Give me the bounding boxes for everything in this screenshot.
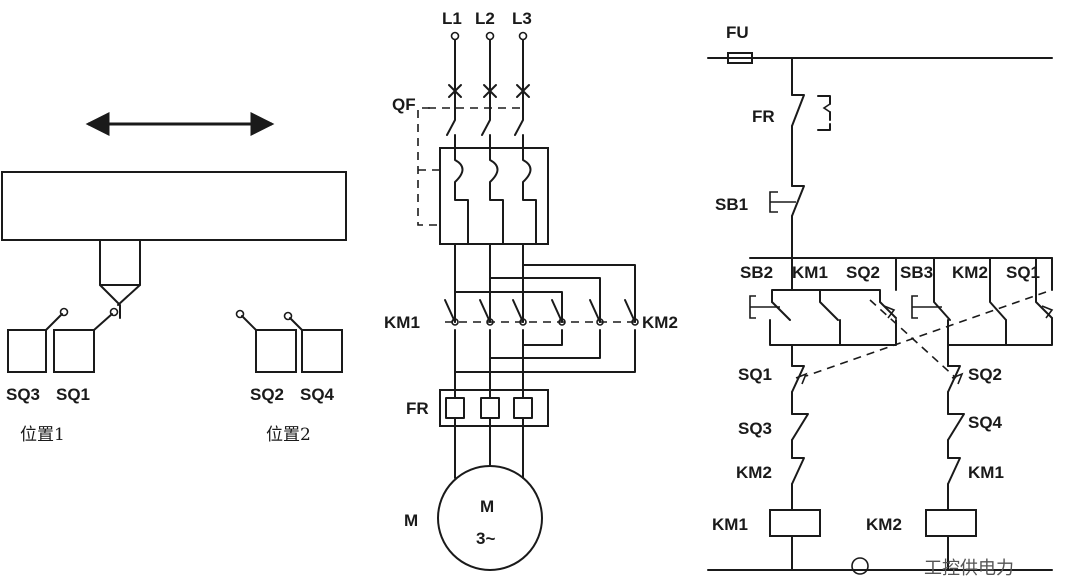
label-sq4-branch: SQ4 bbox=[968, 413, 1003, 432]
label-sq2: SQ2 bbox=[250, 385, 284, 404]
label-sq1: SQ1 bbox=[56, 385, 90, 404]
label-km2-coil: KM2 bbox=[866, 515, 902, 534]
limit-switch-sq1 bbox=[53, 307, 119, 373]
label-sq2-branch: SQ2 bbox=[968, 365, 1002, 384]
label-fr-main: FR bbox=[406, 399, 429, 418]
label-sb1: SB1 bbox=[715, 195, 748, 214]
fr-box bbox=[439, 389, 549, 427]
fuse bbox=[727, 52, 753, 64]
striker bbox=[99, 239, 141, 319]
limit-switch-sq3 bbox=[7, 307, 69, 373]
label-sq4: SQ4 bbox=[300, 385, 335, 404]
label-position-1: 位置1 bbox=[20, 425, 65, 445]
label-km2-main: KM2 bbox=[642, 313, 678, 332]
label-position-2: 位置2 bbox=[266, 425, 311, 445]
label-l2: L2 bbox=[475, 9, 495, 28]
control-circuit: FU FR SB1 SB2 KM1 SQ2 SB3 KM2 SQ1 bbox=[707, 23, 1054, 571]
label-fu: FU bbox=[726, 23, 749, 42]
label-sq2-ctrl: SQ2 bbox=[846, 263, 880, 282]
coil-km1 bbox=[769, 509, 821, 537]
label-km2-ctrl: KM2 bbox=[952, 263, 988, 282]
label-sb3: SB3 bbox=[900, 263, 933, 282]
watermark-text: 工控供电力 bbox=[924, 558, 1014, 578]
main-circuit: L1 L2 L3 QF bbox=[384, 9, 678, 571]
motor-circle bbox=[437, 465, 543, 571]
limit-switch-sq2 bbox=[235, 309, 297, 373]
label-l1: L1 bbox=[442, 9, 462, 28]
motor-type: 3~ bbox=[476, 529, 495, 548]
label-qf: QF bbox=[392, 95, 416, 114]
breaker-box bbox=[439, 147, 549, 245]
label-sq3: SQ3 bbox=[6, 385, 40, 404]
workbench-diagram: SQ3 SQ1 SQ2 SQ4 位置1 位置2 bbox=[1, 112, 347, 445]
label-sq1-branch: SQ1 bbox=[738, 365, 772, 384]
workbench-table bbox=[1, 171, 347, 241]
label-motor: M bbox=[404, 511, 418, 530]
label-fr-control: FR bbox=[752, 107, 775, 126]
label-sq3-branch: SQ3 bbox=[738, 419, 772, 438]
watermark: 工控供电力 bbox=[851, 557, 1014, 578]
label-sb2: SB2 bbox=[740, 263, 773, 282]
label-km2-branch: KM2 bbox=[736, 463, 772, 482]
coil-km2 bbox=[925, 509, 977, 537]
limit-switch-sq4 bbox=[283, 311, 343, 373]
label-km1-ctrl: KM1 bbox=[792, 263, 828, 282]
label-km1-branch: KM1 bbox=[968, 463, 1004, 482]
label-sq1-ctrl: SQ1 bbox=[1006, 263, 1040, 282]
label-km1-main: KM1 bbox=[384, 313, 420, 332]
label-km1-coil: KM1 bbox=[712, 515, 748, 534]
label-l3: L3 bbox=[512, 9, 532, 28]
motor-symbol: M bbox=[480, 497, 494, 516]
